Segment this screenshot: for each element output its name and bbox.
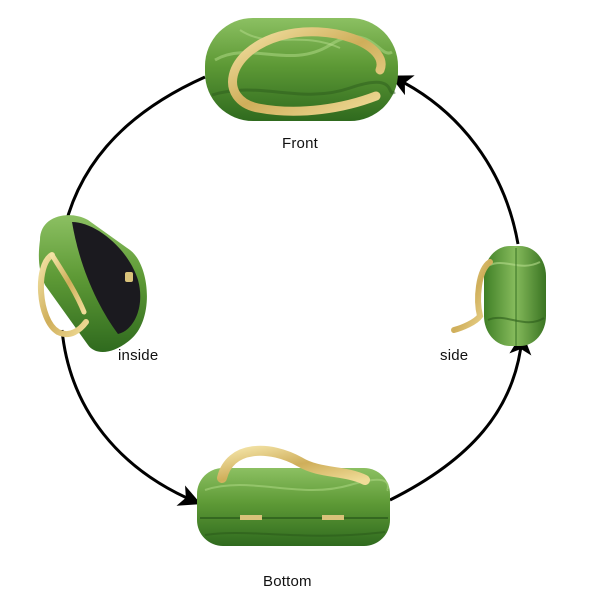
bag-side-view bbox=[451, 246, 546, 346]
arrow-inside-to-bottom bbox=[60, 329, 202, 506]
bag-bottom-view bbox=[197, 445, 390, 546]
clasp bbox=[125, 272, 133, 282]
gold-handle-inside bbox=[38, 252, 89, 338]
label-inside: inside bbox=[118, 347, 159, 364]
arrow-side-to-front bbox=[390, 75, 520, 245]
arrow-front-to-inside bbox=[54, 75, 206, 246]
label-side: side bbox=[440, 347, 469, 364]
gold-handle-side bbox=[451, 259, 493, 333]
bag-front-view bbox=[205, 18, 398, 121]
label-front: Front bbox=[282, 135, 319, 152]
gold-handle-bottom bbox=[217, 445, 370, 485]
bag-inside-view bbox=[38, 215, 147, 352]
arrow-bottom-to-side bbox=[389, 332, 532, 502]
label-bottom: Bottom bbox=[263, 573, 312, 590]
gold-handle bbox=[228, 27, 386, 116]
